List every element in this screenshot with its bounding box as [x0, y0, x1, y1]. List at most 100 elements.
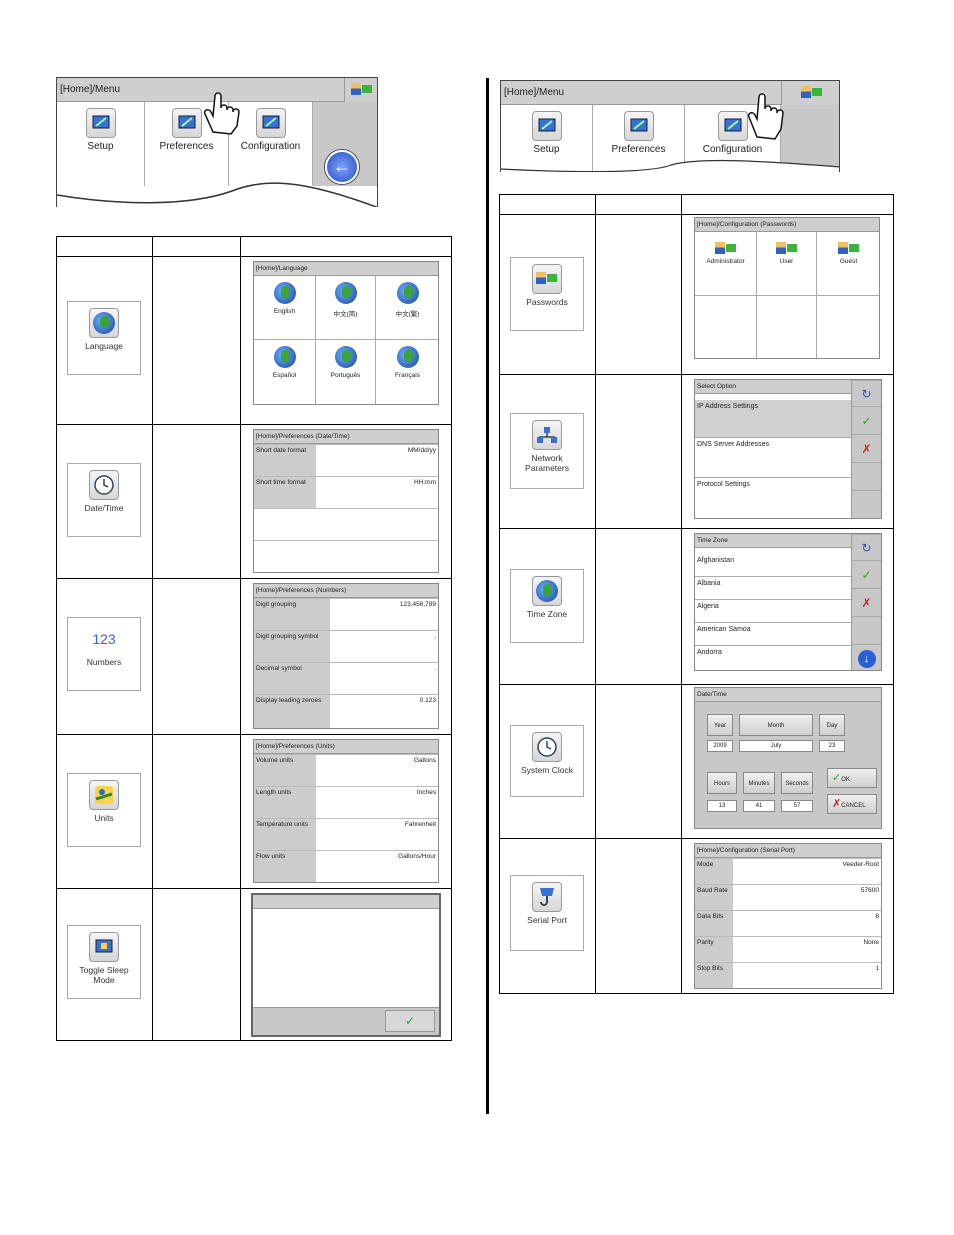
menu-tile-preferences[interactable]: Preferences — [593, 105, 685, 172]
month-field[interactable]: July — [739, 740, 813, 752]
empty-cell — [695, 296, 757, 358]
numbers-icon: 123 — [89, 624, 119, 654]
cross-icon: ✗ — [861, 595, 872, 610]
empty-row — [254, 508, 438, 540]
zone-row[interactable]: Albania — [695, 577, 851, 600]
sleep-screen: ✓ — [251, 893, 441, 1037]
option-row[interactable]: Protocol Settings — [697, 481, 750, 488]
confirm-button[interactable]: ✓ — [385, 1010, 435, 1032]
zone-row[interactable]: Algeria — [695, 600, 851, 623]
user-option[interactable]: Guest — [817, 232, 879, 296]
system-clock-screen: Date/Time Year Month Day 2009 July 23 Ho… — [694, 687, 882, 829]
minutes-field[interactable]: 41 — [743, 800, 775, 812]
language-option[interactable]: English — [254, 276, 316, 340]
side-blank — [851, 462, 881, 490]
menu-tile-preferences[interactable]: Preferences — [145, 102, 229, 186]
preferences-table: Language [Home]/Language English 中文(简) 中… — [56, 236, 452, 1041]
ok-button[interactable]: ✓OK — [827, 768, 877, 788]
option-row[interactable]: DNS Server Addresses — [695, 438, 851, 478]
setting-row[interactable]: Decimal symbol. — [254, 662, 438, 694]
hours-header: Hours — [707, 772, 737, 794]
zone-row[interactable]: Andorra — [697, 649, 722, 656]
accept-button[interactable]: ✓ — [851, 560, 881, 588]
passwords-screen: [Home]/Configuration (Passwords) Adminis… — [694, 217, 880, 359]
year-field[interactable]: 2009 — [707, 740, 733, 752]
sleep-icon — [89, 932, 119, 962]
seconds-header: Seconds — [781, 772, 813, 794]
language-option[interactable]: Français — [376, 340, 438, 404]
system-clock-button[interactable]: System Clock — [510, 725, 584, 797]
language-option[interactable]: 中文(简) — [316, 276, 376, 340]
cancel-button[interactable]: ✗ — [851, 434, 881, 462]
configuration-table: Passwords [Home]/Configuration (Password… — [499, 194, 894, 994]
refresh-button[interactable]: ↻ — [851, 534, 881, 560]
option-row[interactable]: IP Address Settings — [695, 400, 851, 438]
hours-field[interactable]: 13 — [707, 800, 737, 812]
setting-row[interactable]: Digit grouping symbol, — [254, 630, 438, 662]
cancel-button[interactable]: ✗ — [851, 588, 881, 616]
check-icon: ✓ — [404, 1014, 416, 1028]
language-button[interactable]: Language — [67, 301, 141, 375]
passwords-button[interactable]: Passwords — [510, 257, 584, 331]
user-icon[interactable] — [344, 78, 377, 102]
accept-button[interactable]: ✓ — [851, 406, 881, 434]
zone-row[interactable]: Afghanistan — [695, 554, 851, 577]
numbers-button[interactable]: 123 Numbers — [67, 617, 141, 691]
menu-tile-configuration[interactable]: Configuration — [685, 105, 781, 172]
check-icon: ✓ — [861, 413, 872, 428]
scroll-down-button[interactable]: ↓ — [851, 644, 881, 670]
refresh-button[interactable]: ↻ — [851, 380, 881, 406]
setup-icon — [85, 108, 116, 138]
units-button[interactable]: Units — [67, 773, 141, 847]
day-field[interactable]: 23 — [819, 740, 845, 752]
zone-row[interactable]: American Samoa — [695, 623, 851, 646]
globe-icon — [532, 576, 562, 606]
refresh-icon: ↻ — [861, 540, 872, 555]
year-header: Year — [707, 714, 733, 736]
guest-icon — [837, 242, 860, 256]
cancel-button[interactable]: ✗CANCEL — [827, 794, 877, 814]
menu-tile-setup[interactable]: Setup — [501, 105, 593, 172]
user-option[interactable]: User — [757, 232, 817, 296]
user-icon[interactable] — [781, 81, 839, 105]
cross-icon: ✗ — [861, 441, 872, 456]
menu-tile-setup[interactable]: Setup — [57, 102, 145, 186]
language-option[interactable]: Português — [316, 340, 376, 404]
clock-icon — [89, 470, 119, 500]
user-option[interactable]: Administrator — [695, 232, 757, 296]
time-zone-button[interactable]: Time Zone — [510, 569, 584, 643]
back-button[interactable]: ← — [325, 150, 359, 184]
menu-tile-configuration[interactable]: Configuration — [229, 102, 313, 186]
hand-pointer-icon — [203, 92, 240, 135]
datetime-button[interactable]: Date/Time — [67, 463, 141, 537]
user-icon — [775, 242, 798, 256]
refresh-icon: ↻ — [861, 386, 872, 401]
serial-port-button[interactable]: Serial Port — [510, 875, 584, 951]
side-panel — [781, 105, 839, 172]
check-icon: ✓ — [832, 772, 842, 784]
language-option[interactable]: 中文(繁) — [376, 276, 438, 340]
language-option[interactable]: Español — [254, 340, 316, 404]
network-icon — [532, 420, 562, 450]
globe-icon — [89, 308, 119, 338]
arrow-down-icon: ↓ — [857, 649, 876, 668]
serial-cable-icon — [532, 882, 562, 912]
torn-edge — [57, 182, 377, 207]
seconds-field[interactable]: 57 — [781, 800, 813, 812]
day-header: Day — [819, 714, 845, 736]
